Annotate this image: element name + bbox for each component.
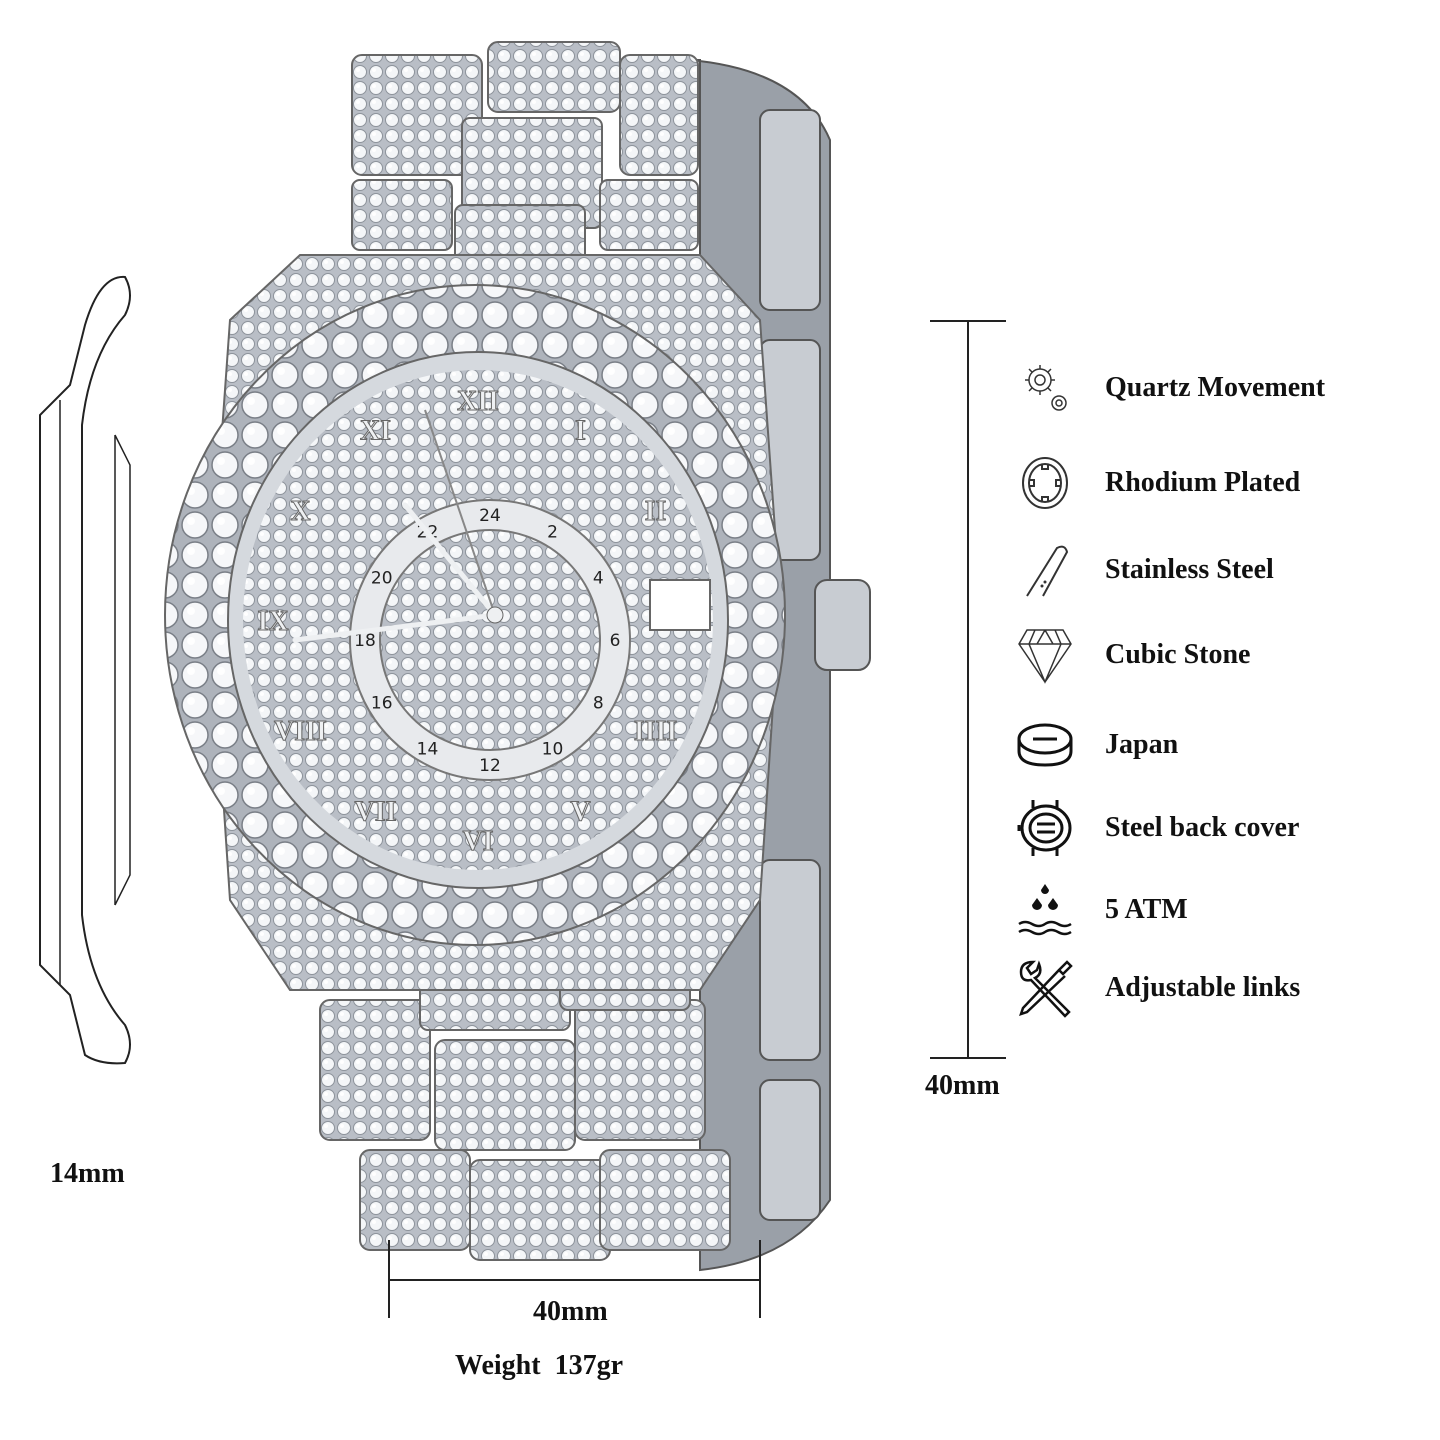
hour-ring-numeral: 18 — [354, 631, 376, 651]
feature-5-atm: 5 ATM — [1015, 880, 1188, 940]
hour-ring-numeral: 4 — [593, 569, 604, 589]
thickness-label: 14mm — [50, 1158, 125, 1189]
roman-numeral: II — [645, 496, 667, 527]
feature-label: Steel back cover — [1105, 812, 1300, 843]
feature-label: Adjustable links — [1105, 972, 1301, 1003]
roman-numeral: XI — [360, 415, 391, 446]
feature-japan: Japan — [1015, 715, 1178, 775]
hour-ring-numeral: 6 — [610, 631, 621, 651]
feature-rhodium-plated: Rhodium Plated — [1015, 453, 1300, 513]
weight-caption: Weight — [455, 1350, 541, 1381]
water-drops-icon — [1018, 884, 1072, 936]
roman-numeral: IIII — [634, 716, 678, 747]
feature-adjustable-links: Adjustable links — [1015, 958, 1300, 1018]
width-label: 40mm — [533, 1296, 608, 1327]
hour-ring-numeral: 2 — [547, 523, 558, 543]
watch-back-icon — [1017, 800, 1072, 856]
hour-ring-numeral: 10 — [542, 739, 564, 759]
height-dimension-bottom-tick — [930, 1057, 1006, 1059]
diamond-icon — [1018, 629, 1072, 684]
feature-steel-back-cover: Steel back cover — [1015, 798, 1299, 858]
roman-numeral: X — [290, 496, 310, 527]
weight-value: 137gr — [554, 1350, 623, 1381]
hour-ring-numeral: 8 — [593, 694, 604, 714]
roman-numeral: V — [570, 797, 590, 828]
steel-strap-icon — [1026, 545, 1069, 597]
feature-label: Quartz Movement — [1105, 372, 1326, 403]
plating-ring-icon — [1022, 457, 1068, 509]
feature-quartz-movement: Quartz Movement — [1015, 358, 1325, 418]
battery-icon — [1017, 723, 1073, 767]
hour-ring-numeral: 20 — [371, 569, 393, 589]
hour-ring-numeral: 24 — [479, 506, 501, 526]
tools-icon — [1019, 960, 1073, 1018]
feature-stainless-steel: Stainless Steel — [1015, 540, 1274, 600]
hour-ring-numeral: 16 — [371, 694, 393, 714]
feature-cubic-stone: Cubic Stone — [1015, 625, 1250, 685]
feature-label: 5 ATM — [1105, 894, 1188, 925]
roman-numeral: VIII — [274, 716, 327, 747]
feature-label: Cubic Stone — [1105, 639, 1251, 670]
roman-numeral: XII — [457, 386, 499, 417]
height-dimension-line — [967, 320, 969, 1058]
feature-label: Japan — [1105, 729, 1179, 760]
feature-label: Stainless Steel — [1105, 554, 1274, 585]
height-label: 40mm — [925, 1070, 1000, 1101]
width-dimension-line — [388, 1279, 761, 1281]
roman-numeral: IX — [257, 606, 288, 637]
gears-icon — [1025, 365, 1067, 411]
roman-numeral: VI — [462, 826, 493, 857]
hour-ring-numeral: 12 — [479, 756, 501, 776]
weight-label: Weight 137gr — [455, 1350, 623, 1382]
feature-label: Rhodium Plated — [1105, 467, 1301, 498]
side-profile-outline — [39, 275, 131, 1065]
hour-ring-numeral: 14 — [417, 739, 439, 759]
width-dimension-right-tick — [759, 1240, 761, 1318]
roman-numeral: I — [575, 415, 586, 446]
roman-numeral: VII — [354, 797, 396, 828]
